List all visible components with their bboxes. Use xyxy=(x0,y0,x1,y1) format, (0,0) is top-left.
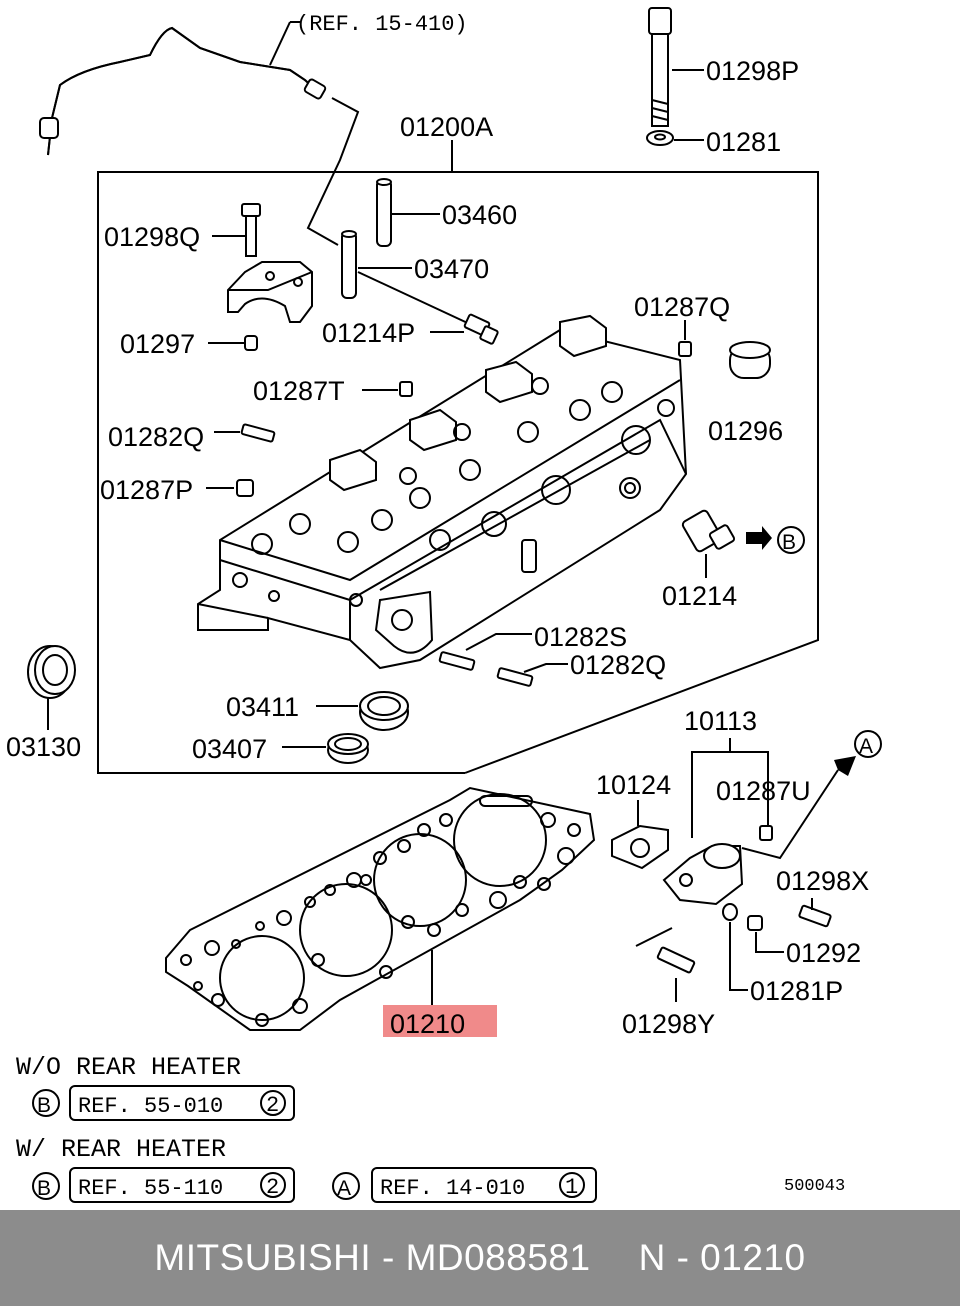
label-01282Q-a: 01282Q xyxy=(108,422,204,452)
part-footer-bar: MITSUBISHI - MD088581 N - 01210 xyxy=(0,1210,960,1306)
note-wo-rear-heater: W/O REAR HEATER xyxy=(16,1053,241,1082)
label-03470: 03470 xyxy=(414,254,489,284)
circle-b-letter: B xyxy=(782,531,796,554)
label-01281P: 01281P xyxy=(750,976,843,1006)
footer-dash: - xyxy=(381,1237,395,1278)
label-03460: 03460 xyxy=(442,200,517,230)
plug-01287T xyxy=(399,381,413,397)
cap-plug-01296 xyxy=(729,341,771,379)
label-01200A: 01200A xyxy=(400,112,493,142)
note1-ref: REF. 55-010 xyxy=(78,1094,223,1119)
label-01281: 01281 xyxy=(706,127,781,157)
oil-seal-03411 xyxy=(359,691,409,731)
stud-01282Q-a xyxy=(240,423,276,443)
note2-qty: 2 xyxy=(266,1175,279,1200)
hose-ref-label: (REF. 15-410) xyxy=(296,12,468,37)
label-01282Q-b: 01282Q xyxy=(570,650,666,680)
label-01287Q: 01287Q xyxy=(634,292,730,322)
bearing-cap xyxy=(227,261,313,351)
bolt-01298Y xyxy=(656,946,696,974)
note1-qty: 2 xyxy=(266,1093,279,1118)
valve-guide xyxy=(341,178,392,299)
plug-01287U xyxy=(759,825,773,841)
plug-01287Q xyxy=(678,341,692,357)
thermostat-housing xyxy=(662,843,744,906)
gasket-holes xyxy=(180,812,581,1027)
note2-circle-b: B xyxy=(37,1177,51,1200)
plug-01287P xyxy=(236,479,254,497)
label-03411: 03411 xyxy=(226,692,299,722)
label-01287U: 01287U xyxy=(716,776,811,806)
note3-qty: 1 xyxy=(565,1175,578,1200)
camshaft-journals xyxy=(329,314,607,492)
stud-01282Q-b xyxy=(496,667,534,687)
footer-part-number: MD088581 xyxy=(405,1237,591,1278)
assembly-frame xyxy=(97,171,819,774)
label-10124: 10124 xyxy=(596,770,671,800)
head-gasket xyxy=(165,786,596,1031)
note1-circle-b: B xyxy=(37,1094,51,1117)
label-01297: 01297 xyxy=(120,329,195,359)
circle-b-diagram xyxy=(777,526,805,554)
label-03130: 03130 xyxy=(6,732,81,762)
arrow-to-b xyxy=(746,526,772,550)
diagram-code: 500043 xyxy=(784,1177,845,1196)
label-01298X: 01298X xyxy=(776,866,869,896)
label-01296: 01296 xyxy=(708,416,783,446)
cylinder-head xyxy=(197,314,688,670)
label-10113: 10113 xyxy=(684,706,757,736)
parts-diagram: (REF. 15-410) 01298P 01281 01200A 03460 … xyxy=(6,7,882,1203)
label-01298Q: 01298Q xyxy=(104,222,200,252)
washer-01281P xyxy=(722,903,738,921)
gasket-10124 xyxy=(611,824,669,870)
highlight-box xyxy=(383,1005,497,1037)
head-bolt xyxy=(646,7,674,146)
bolt-01298X xyxy=(798,904,832,928)
oil-seal-03407 xyxy=(327,733,369,764)
circle-a-diagram xyxy=(854,730,882,758)
note3-ref: REF. 14-010 xyxy=(380,1176,525,1201)
valve-seats xyxy=(251,377,675,555)
label-01287T: 01287T xyxy=(253,376,345,406)
label-03407: 03407 xyxy=(192,734,267,764)
arrow-to-a xyxy=(834,756,856,776)
circle-a-letter: A xyxy=(859,735,873,758)
footer-ref: N - 01210 xyxy=(638,1237,806,1278)
label-01298P: 01298P xyxy=(706,56,799,86)
note3-circle-a: A xyxy=(337,1177,351,1200)
label-01282S: 01282S xyxy=(534,622,627,652)
sensor-01214 xyxy=(681,509,736,553)
label-01287P: 01287P xyxy=(100,475,193,505)
label-01214: 01214 xyxy=(662,581,737,611)
stud-01282S xyxy=(438,651,476,671)
plug-01214P xyxy=(463,313,499,345)
note2-ref: REF. 55-110 xyxy=(78,1176,223,1201)
label-01214P: 01214P xyxy=(322,318,415,348)
label-01292: 01292 xyxy=(786,938,861,968)
label-01298Y: 01298Y xyxy=(622,1009,715,1039)
collar-01292 xyxy=(747,915,763,931)
note-w-rear-heater: W/ REAR HEATER xyxy=(16,1135,226,1164)
oil-seal-03130 xyxy=(27,645,76,699)
cap-bolt xyxy=(241,203,261,257)
footer-brand: MITSUBISHI xyxy=(154,1237,372,1278)
hose-drawing xyxy=(39,21,360,246)
label-01210: 01210 xyxy=(390,1009,465,1039)
